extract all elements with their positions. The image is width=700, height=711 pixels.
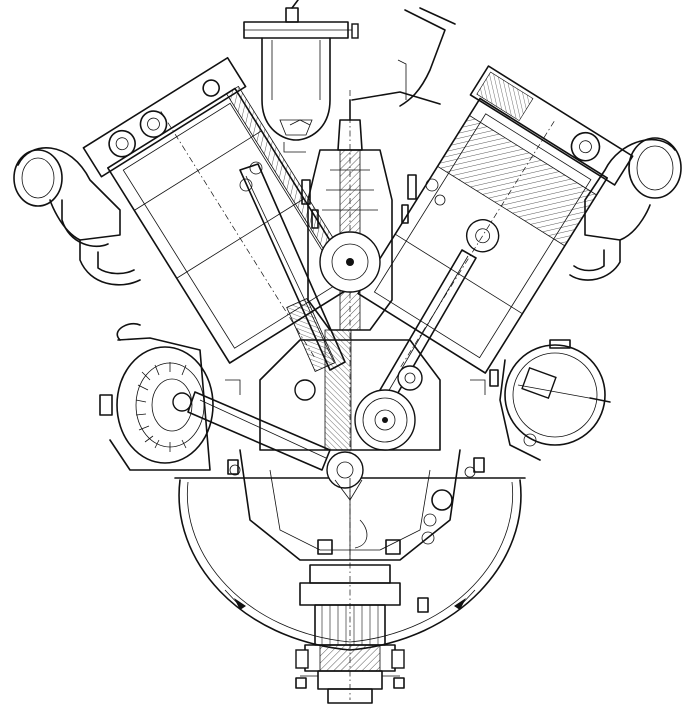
top-filter-canister	[243, 0, 359, 153]
left-drive-shaft	[187, 391, 364, 501]
crankshaft-block	[259, 329, 441, 451]
fasteners	[225, 119, 499, 613]
right-exhaust-manifold	[569, 137, 682, 281]
central-crankcase-section	[307, 99, 393, 331]
left-generator	[99, 322, 214, 471]
right-magneto	[499, 339, 611, 461]
right-cylinder-bank	[357, 65, 634, 374]
bottom-pump-stack	[295, 564, 405, 704]
intake-pipe-top	[351, 7, 456, 107]
lower-crankcase	[239, 449, 461, 561]
left-cylinder-bank	[82, 56, 361, 364]
right-connecting-rod	[379, 249, 477, 399]
left-exhaust-manifold	[13, 147, 141, 286]
